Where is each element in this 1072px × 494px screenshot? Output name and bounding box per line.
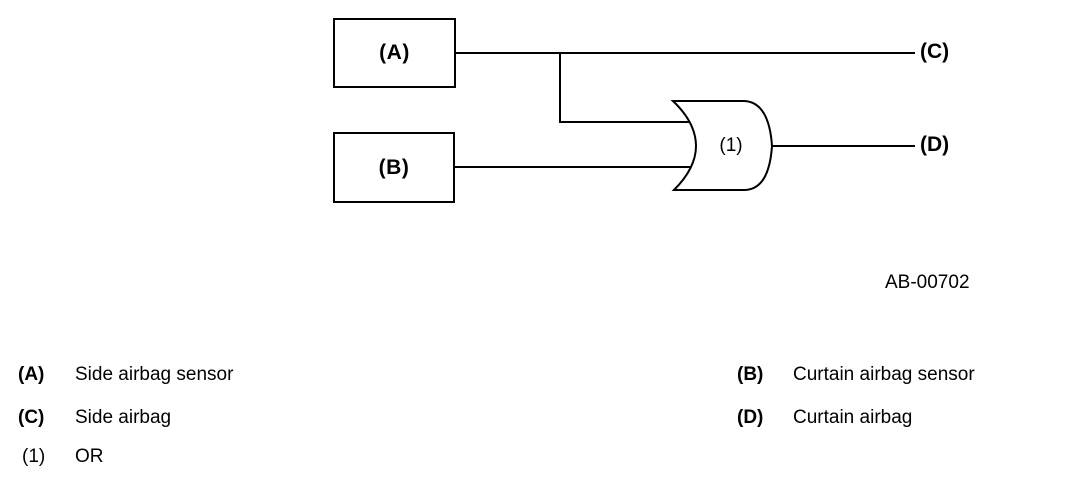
legend-key-a: (A) xyxy=(18,364,45,385)
legend-key-b: (B) xyxy=(737,364,764,385)
block-b-label: (B) xyxy=(378,155,410,179)
figure-code: AB-00702 xyxy=(885,272,970,293)
legend-key-c: (C) xyxy=(18,407,45,428)
legend-key-1: (1) xyxy=(22,446,46,467)
block-a-side-airbag-sensor: (A) xyxy=(333,18,456,88)
legend-value-b: Curtain airbag sensor xyxy=(793,364,975,385)
or-gate-shape xyxy=(670,100,774,191)
legend-key-d: (D) xyxy=(737,407,764,428)
legend-value-c: Side airbag xyxy=(75,407,172,428)
legend-value-d: Curtain airbag xyxy=(793,407,913,428)
wire-a-branch-to-gate xyxy=(559,53,700,123)
output-c-label: (C) xyxy=(920,40,950,63)
legend-value-1: OR xyxy=(75,446,104,467)
or-gate-label: (1) xyxy=(719,135,743,156)
block-b-curtain-airbag-sensor: (B) xyxy=(333,132,455,203)
legend-value-a: Side airbag sensor xyxy=(75,364,234,385)
output-d-label: (D) xyxy=(920,133,950,156)
block-a-label: (A) xyxy=(379,41,410,64)
